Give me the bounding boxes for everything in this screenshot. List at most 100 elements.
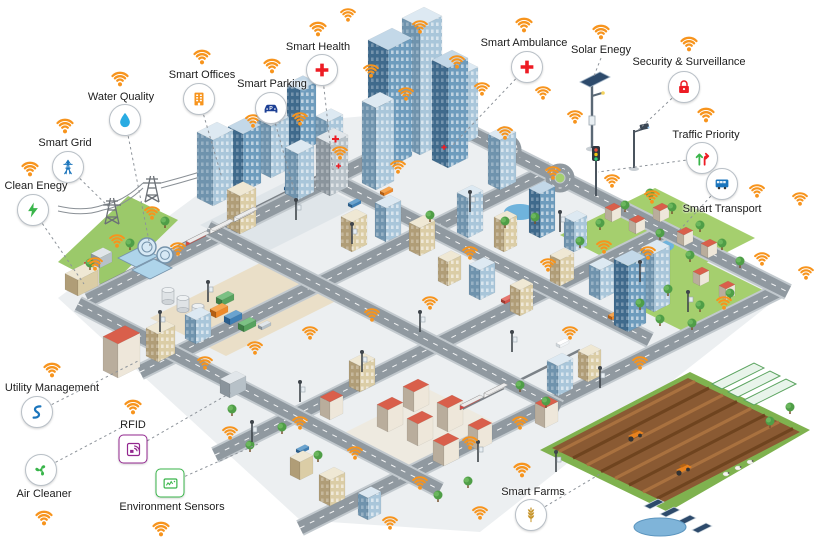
office-building-icon	[183, 83, 215, 115]
medical-cross-icon	[511, 51, 543, 83]
wifi-icon	[532, 83, 554, 101]
label-traffic-priority: Traffic Priority	[672, 128, 740, 141]
wifi-icon	[190, 46, 214, 66]
wifi-icon	[559, 323, 581, 341]
wifi-icon	[306, 18, 330, 38]
wifi-icon	[564, 107, 586, 125]
power-lines	[57, 171, 201, 225]
solar-panel-icon	[659, 506, 681, 518]
wifi-icon	[244, 338, 266, 356]
lock-icon	[668, 71, 700, 103]
label-security-surveillance: Security & Surveillance	[632, 55, 746, 68]
cctv-camera-icon	[629, 123, 650, 171]
ambulance	[441, 144, 447, 150]
lightning-icon	[17, 194, 49, 226]
wifi-icon	[601, 171, 623, 189]
wifi-icon	[40, 359, 64, 379]
wifi-icon	[361, 305, 383, 323]
traffic-light-icon	[592, 146, 600, 196]
wifi-icon	[419, 293, 441, 311]
wifi-icon	[746, 181, 768, 199]
sheep	[746, 459, 754, 465]
wifi-icon	[337, 5, 359, 23]
wifi-icon	[121, 396, 145, 416]
vehicles	[185, 144, 509, 411]
wifi-icon	[141, 203, 163, 221]
greenhouse	[726, 370, 782, 398]
tractor	[628, 429, 644, 442]
wifi-icon	[53, 115, 77, 135]
solar-panel-icon	[691, 522, 713, 534]
sensor-poles	[158, 190, 694, 472]
svg-text:P: P	[269, 106, 273, 112]
pond	[633, 517, 687, 537]
label-smart-farms: Smart Farms	[501, 485, 565, 498]
label-smart-ambulance: Smart Ambulance	[480, 36, 568, 49]
train	[185, 206, 259, 247]
sensor-icon	[155, 468, 185, 498]
wifi-icon	[589, 21, 613, 41]
wifi-icon	[593, 237, 615, 255]
wifi-icon	[344, 443, 366, 461]
wifi-icon	[751, 249, 773, 267]
solar-panel-icon	[643, 498, 665, 510]
wifi-icon	[494, 123, 516, 141]
label-environment-sensors: Environment Sensors	[119, 500, 225, 513]
sheep	[722, 471, 730, 477]
fan-icon	[25, 454, 57, 486]
label-clean-energy: Clean Enegy	[4, 179, 68, 192]
transmission-tower-icon	[52, 151, 84, 183]
wifi-icon	[194, 353, 216, 371]
label-smart-health: Smart Health	[285, 40, 351, 53]
wifi-icon	[260, 55, 284, 75]
greenhouse	[710, 362, 766, 390]
tractor	[676, 463, 692, 476]
wifi-icon	[409, 17, 431, 35]
wifi-icon	[512, 14, 536, 34]
transport-icon	[706, 168, 738, 200]
trees	[85, 188, 795, 502]
label-smart-offices: Smart Offices	[168, 68, 236, 81]
wifi-icon	[789, 189, 811, 207]
wifi-icon	[459, 243, 481, 261]
wifi-icon	[32, 507, 56, 527]
label-solar-energy: Solar Enegy	[571, 43, 631, 56]
buildings	[64, 6, 736, 521]
wifi-icon	[387, 157, 409, 175]
wifi-icon	[108, 68, 132, 88]
wifi-icon	[84, 254, 106, 272]
label-smart-transport: Smart Transport	[682, 202, 762, 215]
wifi-icon	[469, 503, 491, 521]
sheep	[734, 465, 742, 471]
train	[459, 382, 509, 411]
wifi-icon	[149, 518, 173, 538]
wifi-icon	[409, 473, 431, 491]
label-smart-grid: Smart Grid	[38, 136, 92, 149]
wifi-icon	[446, 52, 468, 70]
parking-car-icon: P	[255, 92, 287, 124]
water-treatment-plant	[117, 237, 174, 280]
wifi-icon	[795, 263, 817, 281]
wifi-icon	[459, 433, 481, 451]
wifi-icon	[360, 61, 382, 79]
label-rfid: RFID	[120, 418, 146, 431]
wifi-icon	[509, 413, 531, 431]
wifi-icon	[299, 323, 321, 341]
wifi-icon	[167, 239, 189, 257]
label-water-quality: Water Quality	[87, 90, 155, 103]
wifi-icon	[379, 513, 401, 531]
wifi-icon	[510, 459, 534, 479]
wifi-icon	[542, 163, 564, 181]
wheat-icon	[515, 499, 547, 531]
rfid-tag-icon	[118, 434, 148, 464]
greenhouse	[742, 378, 798, 406]
wifi-icon	[637, 243, 659, 261]
utility-pipe-icon	[21, 396, 53, 428]
medical-cross-icon	[306, 54, 338, 86]
wifi-icon	[219, 423, 241, 441]
wifi-icon	[629, 353, 651, 371]
wifi-icon	[289, 109, 311, 127]
